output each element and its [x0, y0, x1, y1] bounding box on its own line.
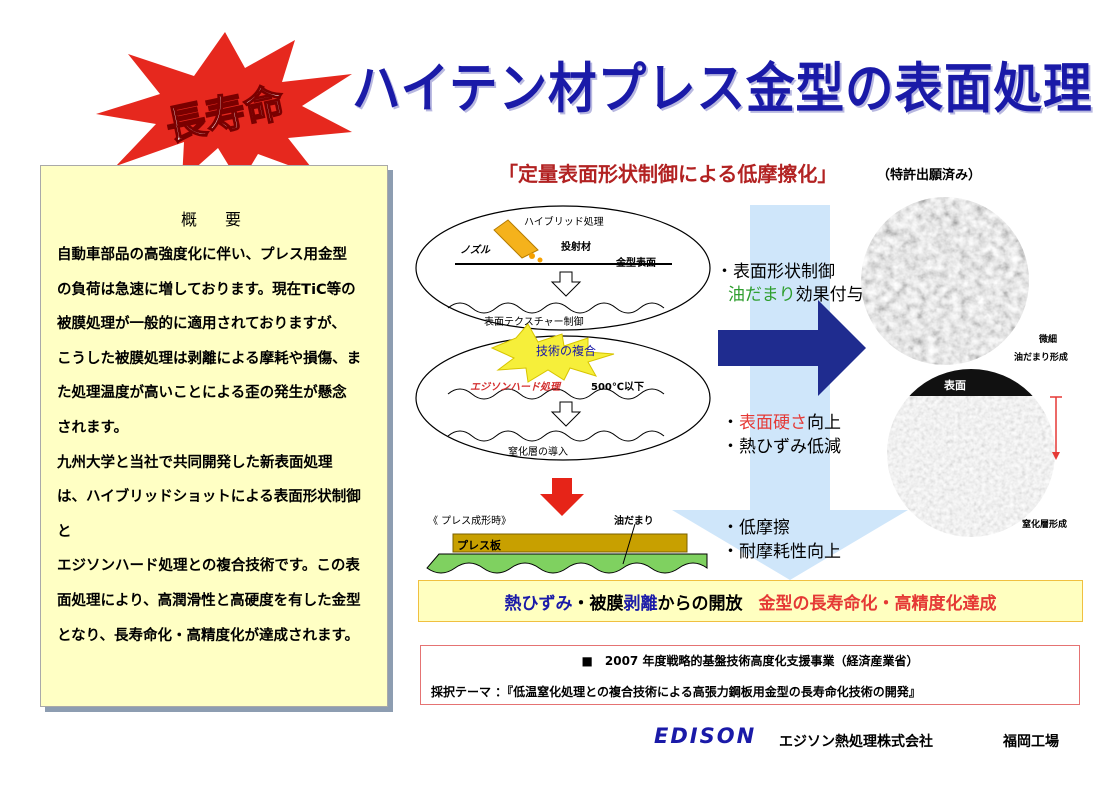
summary-line: 自動車部品の高強度化に伴い、プレス用金型 [57, 247, 347, 263]
project-line-1: ■ 2007 年度戦略的基盤技術高度化支援事業（経済産業省） [581, 654, 919, 668]
label-nitride: 窒化層の導入 [508, 447, 568, 458]
effect-oil: 油だまり効果付与 [728, 280, 864, 305]
label-nozzle: ノズル [460, 245, 490, 256]
footer-plant: 福岡工場 [1003, 734, 1059, 750]
summary-line: 九州大学と当社で共同開発した新表面処理 [57, 454, 333, 471]
summary-box: 概 要 自動車部品の高強度化に伴い、プレス用金型 の負荷は急速に増しております。… [40, 165, 388, 707]
effect-hardness: ・表面硬さ向上 [722, 408, 841, 433]
label-combo: 技術の複合 [536, 344, 597, 358]
subtitle: 「定量表面形状制御による低摩擦化」 [498, 162, 838, 186]
summary-line: は、ハイブリッドショットによる表面形状制御と [57, 489, 361, 540]
right-arrow [718, 300, 866, 396]
label-hybrid: ハイブリッド処理 [524, 217, 604, 228]
process-diagram [415, 205, 711, 461]
summary-body: 自動車部品の高強度化に伴い、プレス用金型 の負荷は急速に増しております。現在Ti… [41, 230, 387, 653]
label-shot: 投射材 [561, 242, 591, 253]
label-plate: プレス板 [457, 539, 501, 552]
effect-low-friction: ・低摩擦 [722, 518, 790, 538]
label-edison: エジソンハード処理 [470, 382, 560, 393]
red-down-arrow [540, 478, 584, 516]
background-down-arrow [672, 205, 908, 580]
summary-line: こうした被膜処理は剥離による摩耗や損傷、ま [57, 350, 362, 367]
result-peel: 剥離 [623, 593, 658, 614]
subtitle-note: （特許出願済み） [877, 168, 982, 183]
summary-line: の負荷は急速に増しております。現在TiC等の [57, 281, 356, 298]
summary-heading: 概 要 [180, 210, 247, 229]
summary-line: 被膜処理が一般的に適用されておりますが、 [57, 316, 346, 333]
effect-oil-highlight: 油だまり [728, 285, 796, 305]
caption-fine: 微細 [1039, 335, 1058, 345]
badge-starburst: 長寿命 [96, 32, 352, 184]
label-photo-surface: 表面 [944, 379, 966, 392]
effect-thermal: ・熱ひずみ低減 [722, 437, 841, 457]
summary-line: 面処理により、高潤滑性と高硬度を有した金型 [57, 592, 361, 609]
label-press: 《 プレス成形時》 [428, 516, 512, 527]
depth-indicator [1050, 396, 1062, 460]
effect-hardness-highlight: 表面硬さ [739, 413, 807, 433]
edison-logo: EDISON [654, 724, 757, 748]
page-title: ハイテン材プレス金型の表面処理 [352, 57, 1093, 120]
label-oil: 油だまり [614, 516, 654, 527]
result-banner: 熱ひずみ・被膜剥離からの開放金型の長寿命化・高精度化達成 [418, 580, 1083, 622]
result-achievement: 金型の長寿命化・高精度化達成 [758, 593, 997, 614]
summary-line: た処理温度が高いことによる歪の発生が懸念 [57, 385, 347, 402]
summary-line: エジソンハード処理との複合技術です。この表 [57, 558, 360, 575]
caption-oil-formation: 油だまり形成 [1014, 353, 1068, 363]
micrograph-nitride-layer [887, 369, 1055, 537]
caption-nitride-formation: 窒化層形成 [1022, 520, 1068, 530]
label-texture: 表面テクスチャー制御 [484, 317, 584, 328]
press-plate [426, 524, 708, 574]
micrograph-surface-texture [861, 197, 1029, 365]
result-film: ・被膜 [572, 593, 624, 614]
result-thermal: 熱ひずみ [504, 593, 573, 614]
project-line-2: 採択テーマ ：『低温窒化処理との複合技術による高張力鋼板用金型の長寿命化技術の開… [431, 685, 921, 699]
footer-company: エジソン熱処理株式会社 [779, 734, 933, 750]
effect-wear: ・耐摩耗性向上 [722, 542, 841, 562]
effect-oil-rest: 効果付与 [795, 285, 864, 305]
summary-line: されます。 [57, 419, 129, 436]
effect-hardness-rest: 向上 [807, 413, 841, 433]
effect-hardness-bullet: ・ [722, 413, 739, 433]
summary-line: となり、長寿命化・高精度化が達成されます。 [57, 627, 360, 644]
project-box: ■ 2007 年度戦略的基盤技術高度化支援事業（経済産業省） 採択テーマ ：『低… [420, 645, 1080, 705]
result-release: からの開放 [657, 593, 743, 614]
label-surface: 金型表面 [616, 258, 656, 269]
effect-shape-control: ・表面形状制御 [716, 262, 835, 282]
label-temp: 500℃以下 [591, 382, 644, 393]
